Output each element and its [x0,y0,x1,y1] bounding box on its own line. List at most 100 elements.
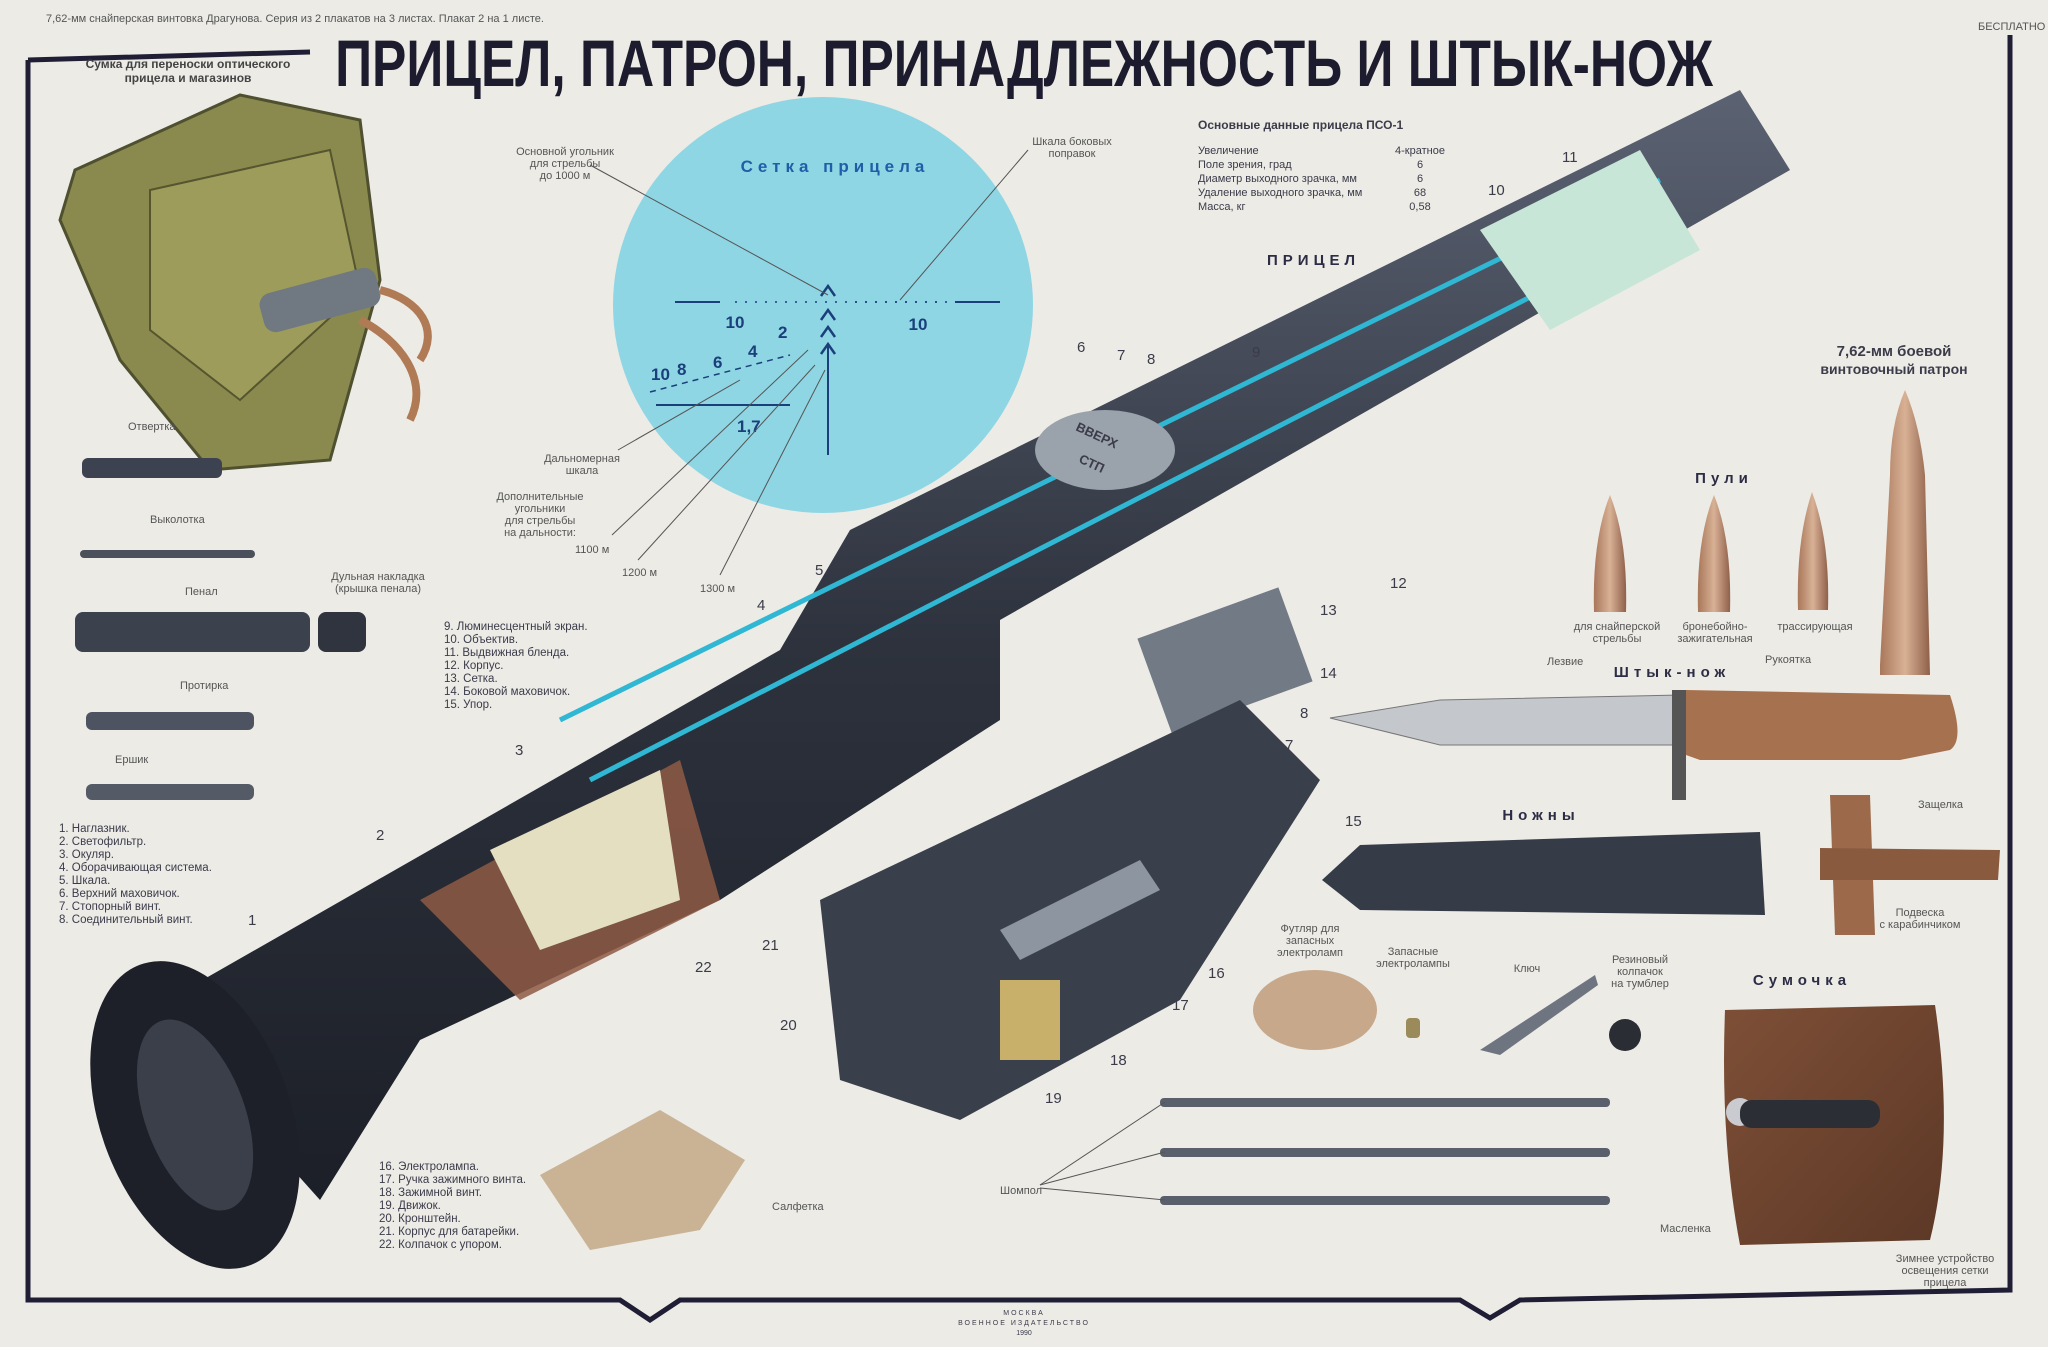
legend-item: 19. Движок. [379,1200,441,1212]
spare-lamps-label: Запасные [1388,946,1438,958]
callout: 2 [376,827,384,844]
callout: 3 [515,742,523,759]
range-mark: 8 [677,360,686,379]
cartridge [1880,390,1930,675]
blade-label: Лезвие [1547,656,1583,668]
footer-city: МОСКВА [1003,1310,1045,1317]
height-mark: 1,7 [737,417,761,436]
bullet-label: трассирующая [1777,621,1852,633]
legend-item: 17. Ручка зажимного винта. [379,1174,526,1186]
poster-title: ПРИЦЕЛ, ПАТРОН, ПРИНАДЛЕЖНОСТЬ И ШТЫК-НО… [335,26,1713,101]
oiler-label: Масленка [1660,1223,1712,1235]
extra-chevrons-label: на дальности: [504,527,576,539]
range-1300: 1300 м [700,583,735,595]
callout: 12 [1390,575,1407,592]
lateral-mark-left: 10 [726,313,745,332]
spec-name: Увеличение [1198,145,1259,157]
muzzle-cap-label: (крышка пенала) [335,583,421,595]
legend-item: 13. Сетка. [444,673,498,685]
lateral-scale-label: Шкала боковых [1032,136,1112,148]
legend-item: 1. Наглазник. [59,823,130,835]
callout: 19 [1045,1090,1062,1107]
border-top-left [27,49,311,63]
poster-border [25,35,2013,1324]
cartridge-title: 7,62-мм боевой [1837,343,1952,360]
scabbard-title: Ножны [1502,807,1579,824]
legend-item: 14. Боковой маховичок. [444,686,570,698]
key [1480,975,1598,1055]
pouch-title: Сумочка [1753,972,1851,989]
lamp-case-label: Футляр для [1280,923,1339,935]
legend-item: 16. Электролампа. [379,1161,479,1173]
range-1100: 1100 м [575,544,609,556]
scope-bag-illustration [58,93,432,472]
free-label: БЕСПЛАТНО [1978,21,2046,33]
rangefinder-label: шкала [566,465,599,477]
bag-label-2: прицела и магазинов [125,71,252,85]
bullet-label: бронебойно- [1682,621,1747,633]
callout: 14 [1320,665,1337,682]
legend-item: 20. Кронштейн. [379,1213,461,1225]
slider [1000,980,1060,1060]
rubber-cap-label: колпачок [1617,966,1663,978]
pouch-illustration [1724,1005,1944,1245]
callout: 4 [757,597,765,614]
wiper [86,712,254,730]
winter-device-label: прицела [1924,1277,1968,1289]
tool-label-case: Пенал [185,586,218,598]
spec-value: 4-кратное [1395,145,1445,157]
muzzle-cap-label: Дульная накладка [331,571,425,583]
hanger-label: Подвеска [1896,907,1946,919]
spec-value: 6 [1417,173,1423,185]
spec-name: Поле зрения, град [1198,159,1292,171]
legend-item: 21. Корпус для батарейки. [379,1226,519,1238]
scope-cutaway-illustration: ВВЕРХ СТП [90,90,1790,1269]
main-chevron-label: до 1000 м [540,170,591,182]
scabbard-illustration [1322,795,2000,935]
spare-lamp [1406,1018,1420,1038]
range-1200: 1200 м [622,567,657,579]
lamp-case-label: запасных [1286,935,1335,947]
reticle-chevrons [819,283,837,355]
bullet-label: зажигательная [1677,633,1752,645]
rubber-cap-label: Резиновый [1612,954,1668,966]
legend-9-15: 9. Люминесцентный экран. 10. Объектив. 1… [444,621,588,711]
top-turret [1035,410,1175,490]
cloth-label: Салфетка [772,1201,824,1213]
range-mark: 6 [713,353,722,372]
range-mark: 2 [778,323,787,342]
legend-1-8: 1. Наглазник. 2. Светофильтр. 3. Окуляр.… [59,823,212,926]
lateral-mark-right: 10 [909,315,928,334]
rubber-cap [1609,1019,1641,1051]
callout: 18 [1110,1052,1127,1069]
main-chevron-label: Основной угольник [516,146,614,158]
spec-value: 0,58 [1409,201,1430,213]
footer-publisher: ВОЕННОЕ ИЗДАТЕЛЬСТВО [958,1320,1090,1327]
rangefinder-label: Дальномерная [544,453,620,465]
range-mark: 10 [651,365,670,384]
brush [86,784,254,800]
drift [80,550,255,558]
screwdriver [82,458,222,478]
callout: 8 [1147,351,1155,368]
hanger-strap [1820,848,2000,880]
side-turret [1137,587,1313,733]
bullet-ap [1697,495,1731,612]
callout: 15 [1345,813,1362,830]
legend-item: 2. Светофильтр. [59,836,146,848]
legend-16-22: 16. Электролампа. 17. Ручка зажимного ви… [379,1161,526,1251]
accessories: Футляр для запасных электроламп Запасные… [540,923,1669,1250]
callout: 13 [1320,602,1337,619]
cleaning-rod [1160,1196,1610,1205]
bayonet-handle [1686,690,1958,760]
spec-name: Удаление выходного зрачка, мм [1198,187,1362,199]
bullet-sniper [1593,495,1627,612]
legend-item: 3. Окуляр. [59,849,114,861]
rubber-cap-label: на тумблер [1611,978,1669,990]
callout: 1 [248,912,256,929]
extra-chevrons-label: для стрельбы [505,515,576,527]
spare-lamps-label: электролампы [1376,958,1450,970]
reticle-diagram: Сетка прицела 10 10 10 8 6 4 2 1,7 [589,97,1033,576]
callout: 11 [1562,149,1578,166]
